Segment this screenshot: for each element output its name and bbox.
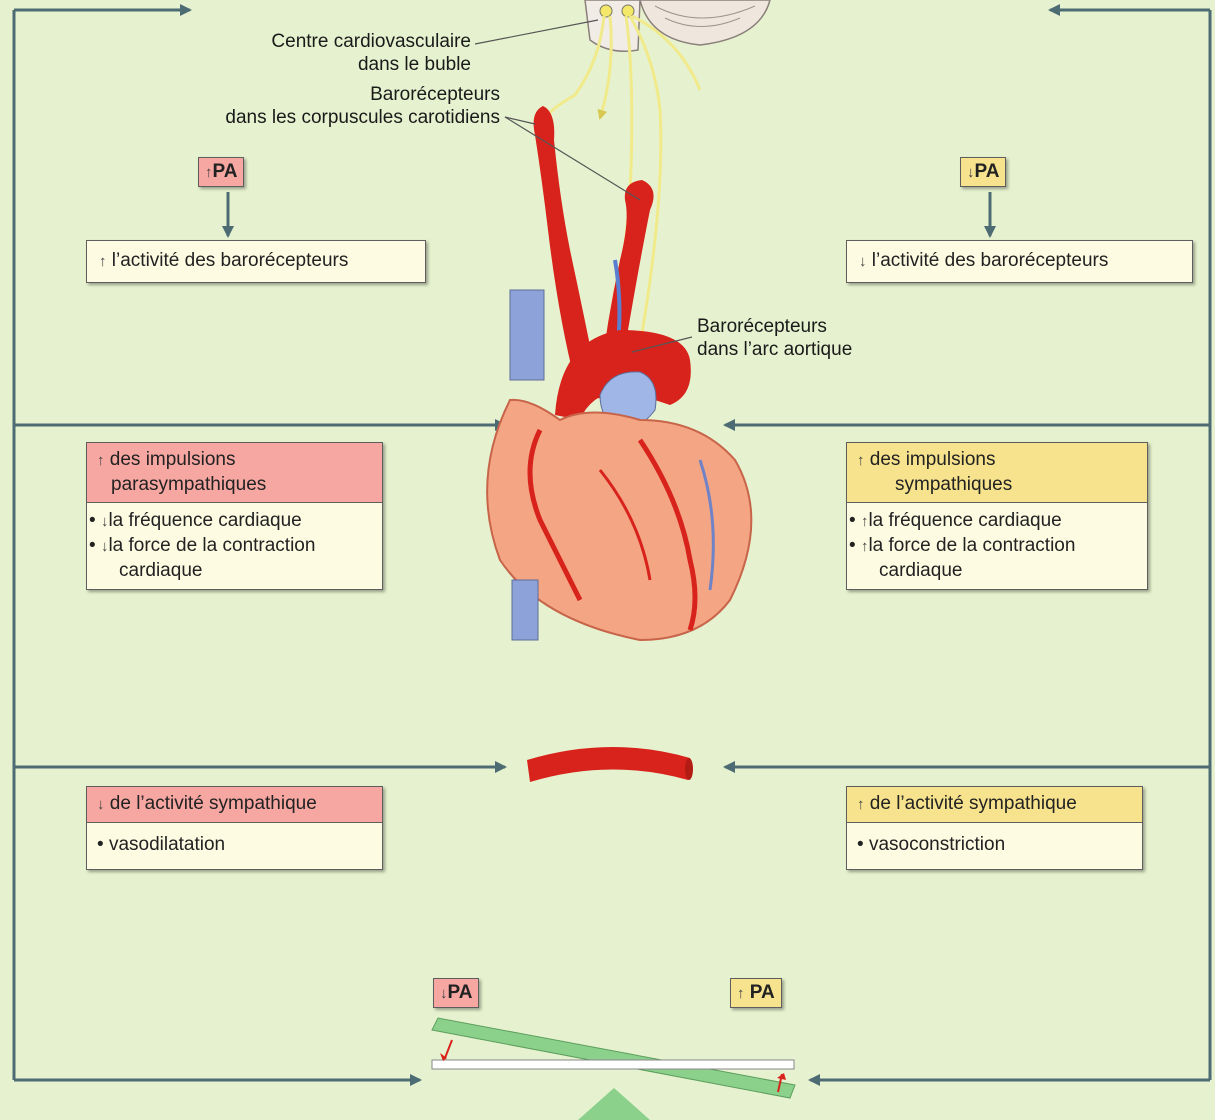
bottom-left-pa-text: PA — [448, 982, 473, 1003]
bottom-left-pa-tag: ↓PA — [433, 978, 479, 1008]
vasoconstriction-header-text: de l’activité sympathique — [870, 793, 1077, 814]
symp-item-2-cont: cardiaque — [849, 559, 1137, 583]
para-header-line2: parasympathiques — [97, 473, 372, 497]
sympathetic-header: ↑ des impulsions sympathiques — [847, 443, 1147, 503]
vasoconstriction-item: vasoconstriction — [869, 834, 1005, 855]
carotid-label-line2: dans les corpuscules carotidiens — [120, 106, 500, 129]
right-baro-text: l’activité des barorécepteurs — [872, 250, 1109, 271]
left-baro-box: ↑ l’activité des barorécepteurs — [86, 240, 426, 283]
para-item-2-cont: cardiaque — [89, 559, 372, 583]
carotid-label: Barorécepteurs dans les corpuscules caro… — [120, 83, 500, 129]
vasoconstriction-header: ↑ de l’activité sympathique — [847, 787, 1142, 823]
vasodilatation-header: ↓ de l’activité sympathique — [87, 787, 382, 823]
parasympathetic-box: ↑ des impulsions parasympathiques • ↓la … — [86, 442, 383, 590]
symp-item-1-text: la fréquence cardiaque — [868, 510, 1061, 531]
para-item-1: • ↓la fréquence cardiaque — [89, 509, 372, 534]
up-arrow-icon: ↑ — [737, 985, 745, 1002]
center-label-line1: Centre cardiovasculaire — [196, 30, 471, 53]
down-arrow-icon: ↓ — [859, 253, 867, 270]
symp-item-2-text: la force de la contraction — [868, 535, 1075, 556]
up-arrow-icon: ↑ — [99, 253, 107, 270]
left-pa-text: PA — [213, 161, 238, 182]
heart — [487, 400, 751, 640]
carotid-label-line1: Barorécepteurs — [120, 83, 500, 106]
right-baro-box: ↓ l’activité des barorécepteurs — [846, 240, 1193, 283]
left-baro-text: l’activité des barorécepteurs — [112, 250, 349, 271]
left-pa-tag: ↑PA — [198, 157, 244, 187]
brainstem — [585, 0, 770, 51]
up-arrow-icon: ↑ — [857, 452, 865, 469]
symp-item-1: • ↑la fréquence cardiaque — [849, 509, 1137, 534]
up-arrow-icon: ↑ — [857, 796, 865, 813]
parasympathetic-header: ↑ des impulsions parasympathiques — [87, 443, 382, 503]
balance — [432, 1018, 795, 1120]
blood-vessel — [527, 747, 693, 782]
down-arrow-icon: ↓ — [967, 164, 975, 181]
symp-item-2: • ↑la force de la contraction — [849, 534, 1137, 559]
bottom-right-pa-text: PA — [750, 982, 775, 1003]
right-pa-tag: ↓PA — [960, 157, 1006, 187]
para-item-1-text: la fréquence cardiaque — [108, 510, 301, 531]
bottom-right-pa-tag: ↑ PA — [730, 978, 782, 1008]
center-label: Centre cardiovasculaire dans le buble — [196, 30, 471, 76]
para-header-line1: des impulsions — [110, 449, 236, 470]
vasodilatation-box: ↓ de l’activité sympathique • vasodilata… — [86, 786, 383, 870]
up-arrow-icon: ↑ — [205, 164, 213, 181]
down-arrow-icon: ↓ — [97, 796, 105, 813]
aortic-label: Barorécepteurs dans l’arc aortique — [697, 315, 937, 361]
aortic-label-line2: dans l’arc aortique — [697, 338, 937, 361]
up-arrow-icon: ↑ — [97, 452, 105, 469]
vasodilatation-item: vasodilatation — [109, 834, 225, 855]
center-label-line2: dans le buble — [196, 53, 471, 76]
right-pa-text: PA — [975, 161, 1000, 182]
vasoconstriction-box: ↑ de l’activité sympathique • vasoconstr… — [846, 786, 1143, 870]
vasodilatation-header-text: de l’activité sympathique — [110, 793, 317, 814]
aortic-label-line1: Barorécepteurs — [697, 315, 937, 338]
para-item-2: • ↓la force de la contraction — [89, 534, 372, 559]
symp-header-line2: sympathiques — [857, 473, 1137, 497]
para-item-2-text: la force de la contraction — [108, 535, 315, 556]
sympathetic-box: ↑ des impulsions sympathiques • ↑la fréq… — [846, 442, 1148, 590]
down-arrow-icon: ↓ — [440, 985, 448, 1002]
symp-header-line1: des impulsions — [870, 449, 996, 470]
